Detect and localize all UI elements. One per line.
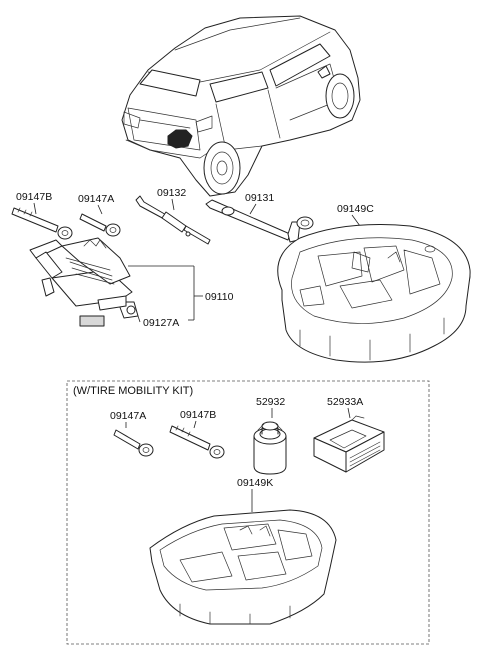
part-09127A-label: [79, 315, 105, 327]
label-52932: 52932: [256, 396, 285, 408]
label-09147B-kit: 09147B: [180, 409, 216, 421]
label-52933A: 52933A: [327, 396, 363, 408]
part-09149C-foam-tray: [277, 224, 471, 363]
car-illustration: [121, 15, 361, 197]
part-09147A-kit-eye-bolt: [113, 429, 154, 457]
label-09127A: 09127A: [143, 317, 179, 329]
rear-wheel: [203, 141, 241, 195]
label-09110: 09110: [205, 291, 234, 303]
part-52933A-compressor: [313, 415, 385, 473]
label-09147B-top: 09147B: [16, 191, 52, 203]
label-09131: 09131: [245, 192, 274, 204]
label-09149K: 09149K: [237, 477, 273, 489]
part-09132-jack-handle: [135, 195, 211, 245]
part-09147B-eye-bolt: [11, 207, 73, 240]
part-09147A-eye-bolt: [79, 213, 121, 237]
spare-tire-location-marker: [167, 129, 193, 149]
label-09132: 09132: [157, 187, 186, 199]
front-wheel: [325, 73, 355, 119]
label-09147A-kit: 09147A: [110, 410, 146, 422]
label-09149C: 09149C: [337, 203, 374, 215]
part-09149K-kit-tray: [149, 509, 337, 625]
part-09147B-kit-eye-bolt: [169, 425, 225, 459]
part-52932-sealant-bottle: [253, 421, 287, 475]
part-09131-wheel-wrench: [205, 199, 314, 243]
tire-mobility-kit-box: [66, 380, 430, 645]
label-09147A-top: 09147A: [78, 193, 114, 205]
part-09110-jack: [29, 237, 139, 319]
kit-title: (W/TIRE MOBILITY KIT): [73, 385, 193, 397]
